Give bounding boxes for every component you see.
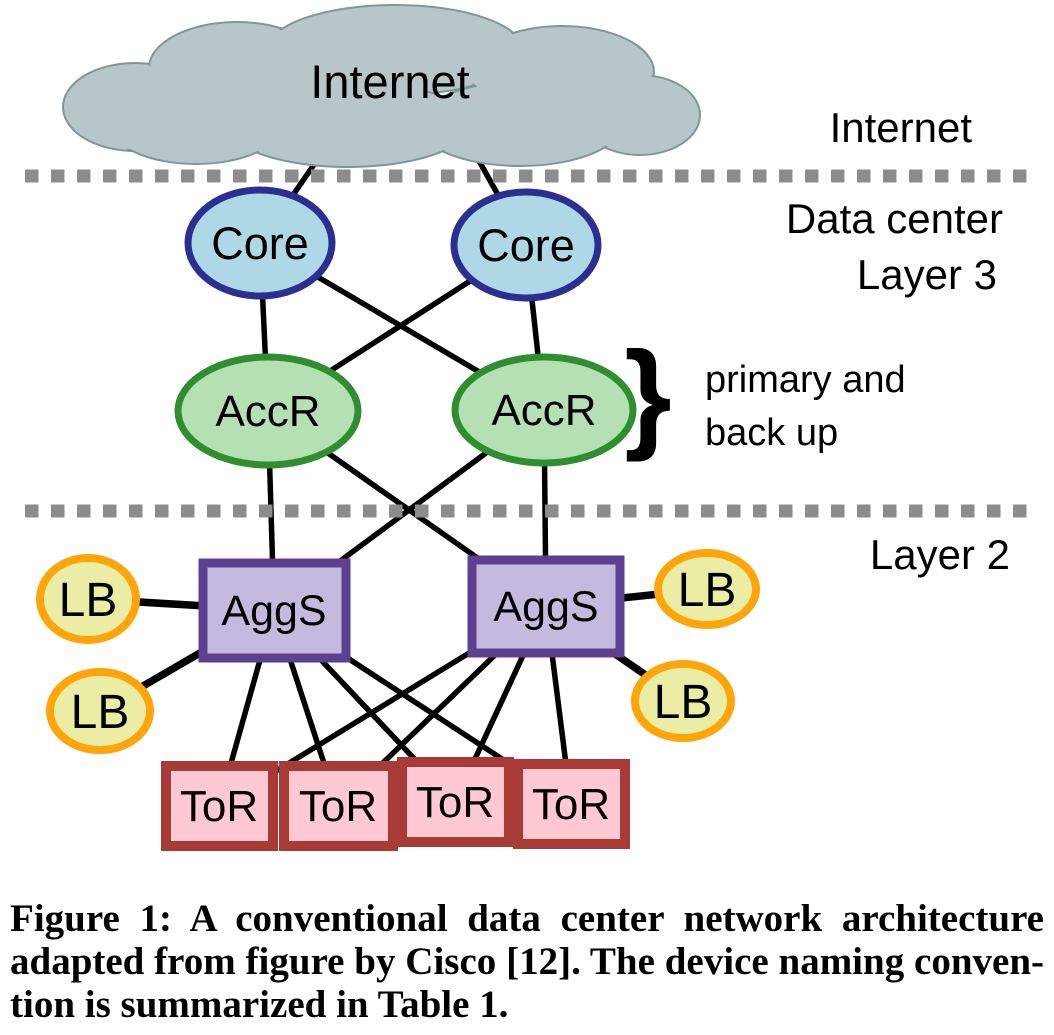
lb-4-label: LB bbox=[654, 676, 713, 729]
cloud-bump-fill bbox=[420, 84, 620, 164]
node-lb-1: LB bbox=[36, 554, 140, 644]
lb-2-shape bbox=[46, 668, 154, 754]
aggs-2-shape bbox=[467, 555, 625, 658]
cloud-bump-fill bbox=[228, 83, 468, 165]
aggs-1-shape bbox=[198, 558, 351, 663]
tor-4-shape bbox=[513, 759, 630, 849]
core-1-label: Core bbox=[211, 218, 309, 269]
core-1-shape bbox=[184, 186, 336, 300]
tor-4-label: ToR bbox=[532, 780, 610, 829]
accr-1-label: AccR bbox=[215, 387, 320, 436]
node-lb-2: LB bbox=[46, 668, 154, 754]
internet-cloud: Internet bbox=[62, 4, 701, 168]
side-label-layer-3: Layer 3 bbox=[857, 251, 997, 298]
core-2-shape bbox=[450, 188, 602, 302]
accr-2-shape bbox=[451, 353, 637, 467]
cloud-bump-fill bbox=[112, 86, 280, 162]
node-tor-3: ToR bbox=[397, 757, 514, 847]
network-diagram: Internet Core Core AccR AccR } primary a… bbox=[25, 4, 1033, 851]
node-tor-4: ToR bbox=[513, 759, 630, 849]
node-aggs-1: AggS bbox=[198, 558, 351, 663]
node-core-1: Core bbox=[184, 186, 336, 300]
node-lb-4: LB bbox=[631, 660, 735, 742]
tor-1-label: ToR bbox=[180, 782, 258, 831]
figure-caption: Figure 1: A conventional data center net… bbox=[10, 897, 1044, 1026]
side-label-data-center: Data center bbox=[786, 195, 1003, 242]
lb-3-shape bbox=[654, 549, 760, 629]
caption-line-2: adapted from figure by Cisco [12]. The d… bbox=[10, 940, 1044, 983]
lb-4-shape bbox=[631, 660, 735, 742]
lb-2-label: LB bbox=[71, 686, 130, 739]
side-label-layer-2: Layer 2 bbox=[870, 531, 1010, 578]
tor-3-label: ToR bbox=[416, 778, 494, 827]
caption-line-3: tion is summarized in Table 1. bbox=[10, 983, 509, 1026]
side-label-internet: Internet bbox=[830, 104, 973, 151]
node-tor-2: ToR bbox=[279, 761, 398, 851]
tor-2-label: ToR bbox=[299, 782, 377, 831]
aggs-1-label: AggS bbox=[221, 587, 326, 635]
accr-2-label: AccR bbox=[491, 386, 596, 435]
aggs-2-label: AggS bbox=[493, 583, 598, 631]
brace-annotation: } bbox=[624, 326, 671, 462]
core-2-label: Core bbox=[477, 220, 575, 271]
primary-backup-label-line1: primary and bbox=[705, 359, 906, 401]
cloud-bump-fill bbox=[269, 7, 521, 93]
lb-3-label: LB bbox=[678, 564, 737, 617]
tor-1-shape bbox=[161, 761, 278, 851]
node-accr-2: AccR bbox=[451, 353, 637, 467]
node-aggs-2: AggS bbox=[467, 555, 625, 658]
cloud-body bbox=[65, 7, 698, 165]
node-accr-1: AccR bbox=[174, 353, 362, 469]
accr-1-shape bbox=[174, 353, 362, 469]
node-core-2: Core bbox=[450, 188, 602, 302]
lb-1-shape bbox=[36, 554, 140, 644]
edges bbox=[87, 98, 708, 809]
caption-line-1: Figure 1: A conventional data center net… bbox=[10, 897, 1044, 940]
node-lb-3: LB bbox=[654, 549, 760, 629]
node-tor-1: ToR bbox=[161, 761, 278, 851]
tor-2-shape bbox=[279, 761, 398, 851]
lb-1-label: LB bbox=[59, 574, 118, 627]
tor-3-shape bbox=[397, 757, 514, 847]
cloud-label: Internet bbox=[310, 55, 469, 108]
primary-backup-label-line2: back up bbox=[705, 412, 838, 454]
